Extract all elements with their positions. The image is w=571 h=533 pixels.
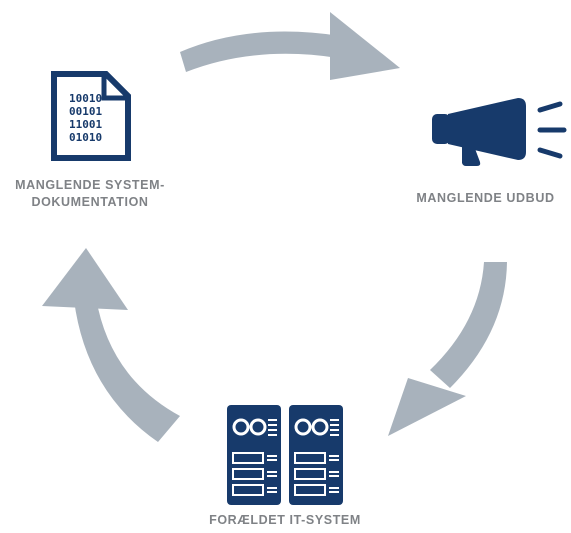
tender-label: MANGLENDE UDBUD — [416, 191, 555, 205]
doc-bits-row-3: 11001 — [69, 118, 102, 131]
documentation-label: MANGLENDE SYSTEM- DOKUMENTATION — [0, 177, 180, 211]
megaphone-icon — [432, 98, 567, 166]
arrow-top-head — [330, 12, 400, 80]
doc-bits-row-2: 00101 — [69, 105, 102, 118]
arrow-right-head — [388, 378, 466, 436]
arrow-top — [180, 12, 400, 80]
documentation-label-line2: DOKUMENTATION — [31, 195, 149, 209]
arrow-left-head — [42, 248, 128, 310]
server-rack-icon — [227, 405, 343, 505]
legacy-label: FORÆLDET IT-SYSTEM — [209, 513, 361, 527]
server-unit-right — [289, 405, 343, 505]
arrow-left-shaft — [74, 298, 180, 442]
arrow-right-shaft — [430, 262, 507, 388]
arrow-top-shaft — [180, 31, 340, 72]
doc-bits-row-1: 10010 — [69, 92, 102, 105]
arrow-left — [42, 248, 180, 442]
server-unit-left — [227, 405, 281, 505]
document-binary-icon: 10010 00101 11001 01010 — [51, 71, 131, 161]
doc-bits-row-4: 01010 — [69, 131, 102, 144]
documentation-label-line1: MANGLENDE SYSTEM- — [15, 178, 165, 192]
arrow-right — [388, 262, 507, 436]
